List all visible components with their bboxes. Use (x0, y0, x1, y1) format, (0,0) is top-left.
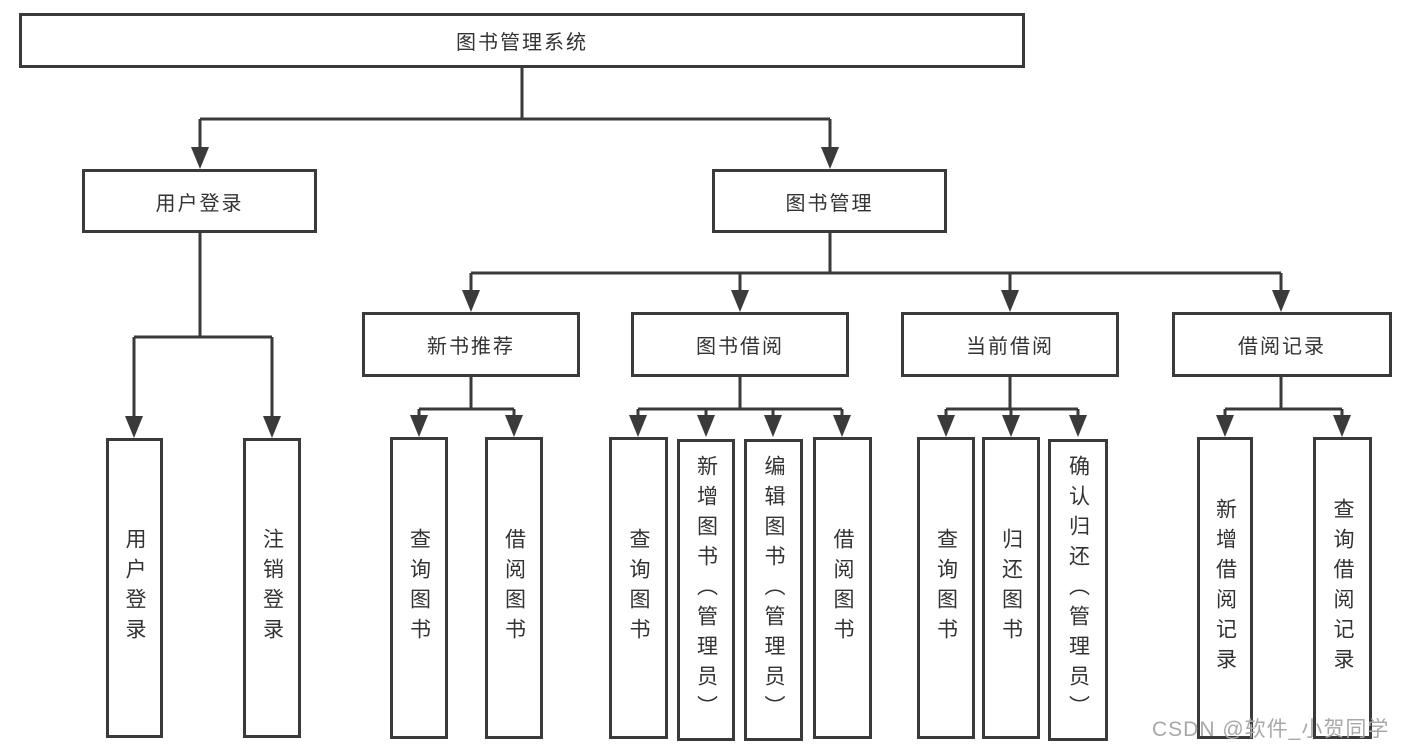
leaf-return-book: 归还图书 (982, 437, 1040, 739)
leaf-add-book-admin-label: 新增图书（管理员） (694, 455, 718, 725)
node-user-login-label: 用户登录 (155, 192, 244, 215)
leaf-query-books-recommend: 查询图书 (390, 437, 448, 739)
leaf-logout-label: 注销登录 (260, 528, 284, 648)
node-book-borrow: 图书借阅 (631, 312, 849, 377)
leaf-confirm-return-admin: 确认归还（管理员） (1048, 439, 1108, 741)
leaf-borrow-books-recommend: 借阅图书 (485, 437, 543, 739)
leaf-edit-book-admin-label: 编辑图书（管理员） (762, 455, 785, 725)
leaf-query-books-borrow: 查询图书 (609, 437, 668, 739)
node-book-borrow-label: 图书借阅 (696, 336, 784, 358)
leaf-borrow-books-recommend-label: 借阅图书 (502, 528, 526, 648)
leaf-query-books-current: 查询图书 (917, 437, 975, 739)
leaf-return-book-label: 归还图书 (999, 528, 1023, 648)
leaf-query-books-recommend-label: 查询图书 (407, 528, 431, 648)
node-user-login: 用户登录 (82, 169, 317, 233)
leaf-confirm-return-admin-label: 确认归还（管理员） (1066, 455, 1090, 725)
node-borrow-records-label: 借阅记录 (1238, 336, 1326, 358)
leaf-query-books-borrow-label: 查询图书 (627, 528, 650, 648)
leaf-user-login-label: 用户登录 (123, 528, 146, 648)
leaf-query-borrow-record: 查询借阅记录 (1313, 437, 1372, 739)
leaf-logout: 注销登录 (243, 438, 301, 738)
node-book-management-label: 图书管理 (785, 192, 874, 215)
leaf-user-login: 用户登录 (106, 438, 163, 738)
node-book-management: 图书管理 (712, 169, 947, 233)
node-borrow-records: 借阅记录 (1172, 312, 1392, 377)
node-current-borrow: 当前借阅 (901, 312, 1119, 377)
node-new-book-recommend: 新书推荐 (362, 312, 580, 377)
node-current-borrow-label: 当前借阅 (966, 336, 1054, 358)
watermark-text: CSDN @软件_小贺同学 (1152, 718, 1390, 741)
leaf-query-books-current-label: 查询图书 (934, 528, 958, 648)
leaf-borrow-books-borrow-label: 借阅图书 (831, 528, 854, 648)
leaf-edit-book-admin: 编辑图书（管理员） (744, 439, 803, 741)
leaf-borrow-books-borrow: 借阅图书 (813, 437, 872, 739)
leaf-add-borrow-record: 新增借阅记录 (1197, 437, 1253, 739)
leaf-add-borrow-record-label: 新增借阅记录 (1213, 498, 1237, 678)
leaf-add-book-admin: 新增图书（管理员） (677, 439, 735, 741)
leaf-query-borrow-record-label: 查询借阅记录 (1331, 498, 1354, 678)
node-new-book-recommend-label: 新书推荐 (427, 336, 515, 358)
node-root: 图书管理系统 (19, 13, 1025, 68)
node-root-label: 图书管理系统 (456, 32, 588, 54)
